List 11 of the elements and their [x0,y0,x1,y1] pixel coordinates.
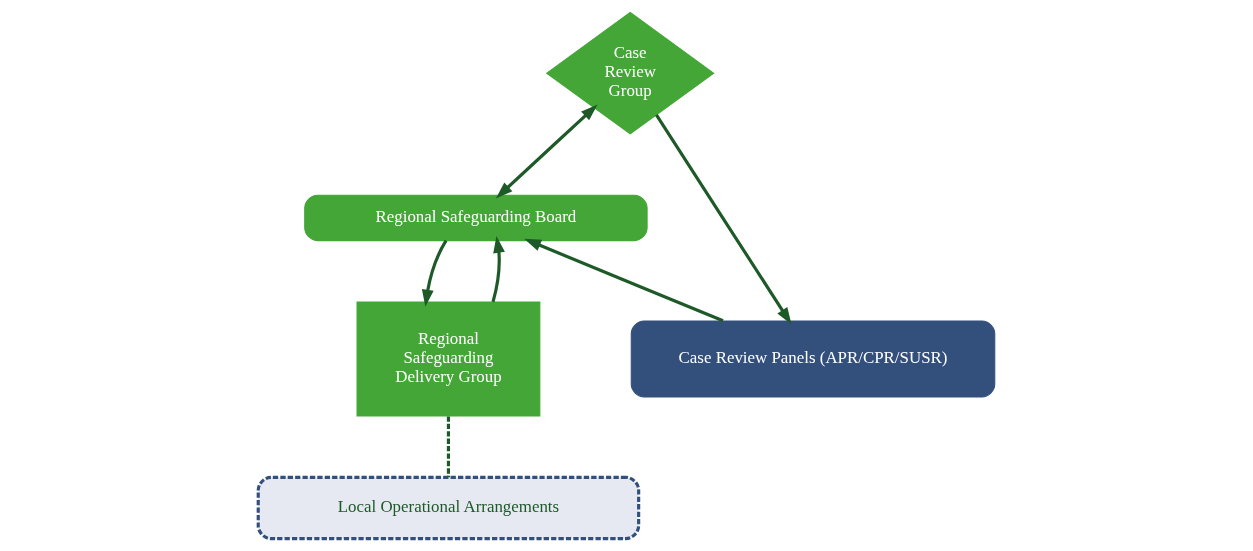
node-box: Case Review Panels (APR/CPR/SUSR) [630,320,996,398]
arrow [655,114,792,325]
node-box: Regional Safeguarding Board [304,194,648,242]
arrow [495,104,598,199]
connector [446,416,451,478]
node-box: Regional Safeguarding Delivery Group [356,301,541,417]
node-diamond: Case Review Group [545,11,715,135]
node-box: Local Operational Arrangements [256,475,641,541]
arrow [421,239,448,307]
arrow [491,235,505,303]
arrow [524,238,724,323]
